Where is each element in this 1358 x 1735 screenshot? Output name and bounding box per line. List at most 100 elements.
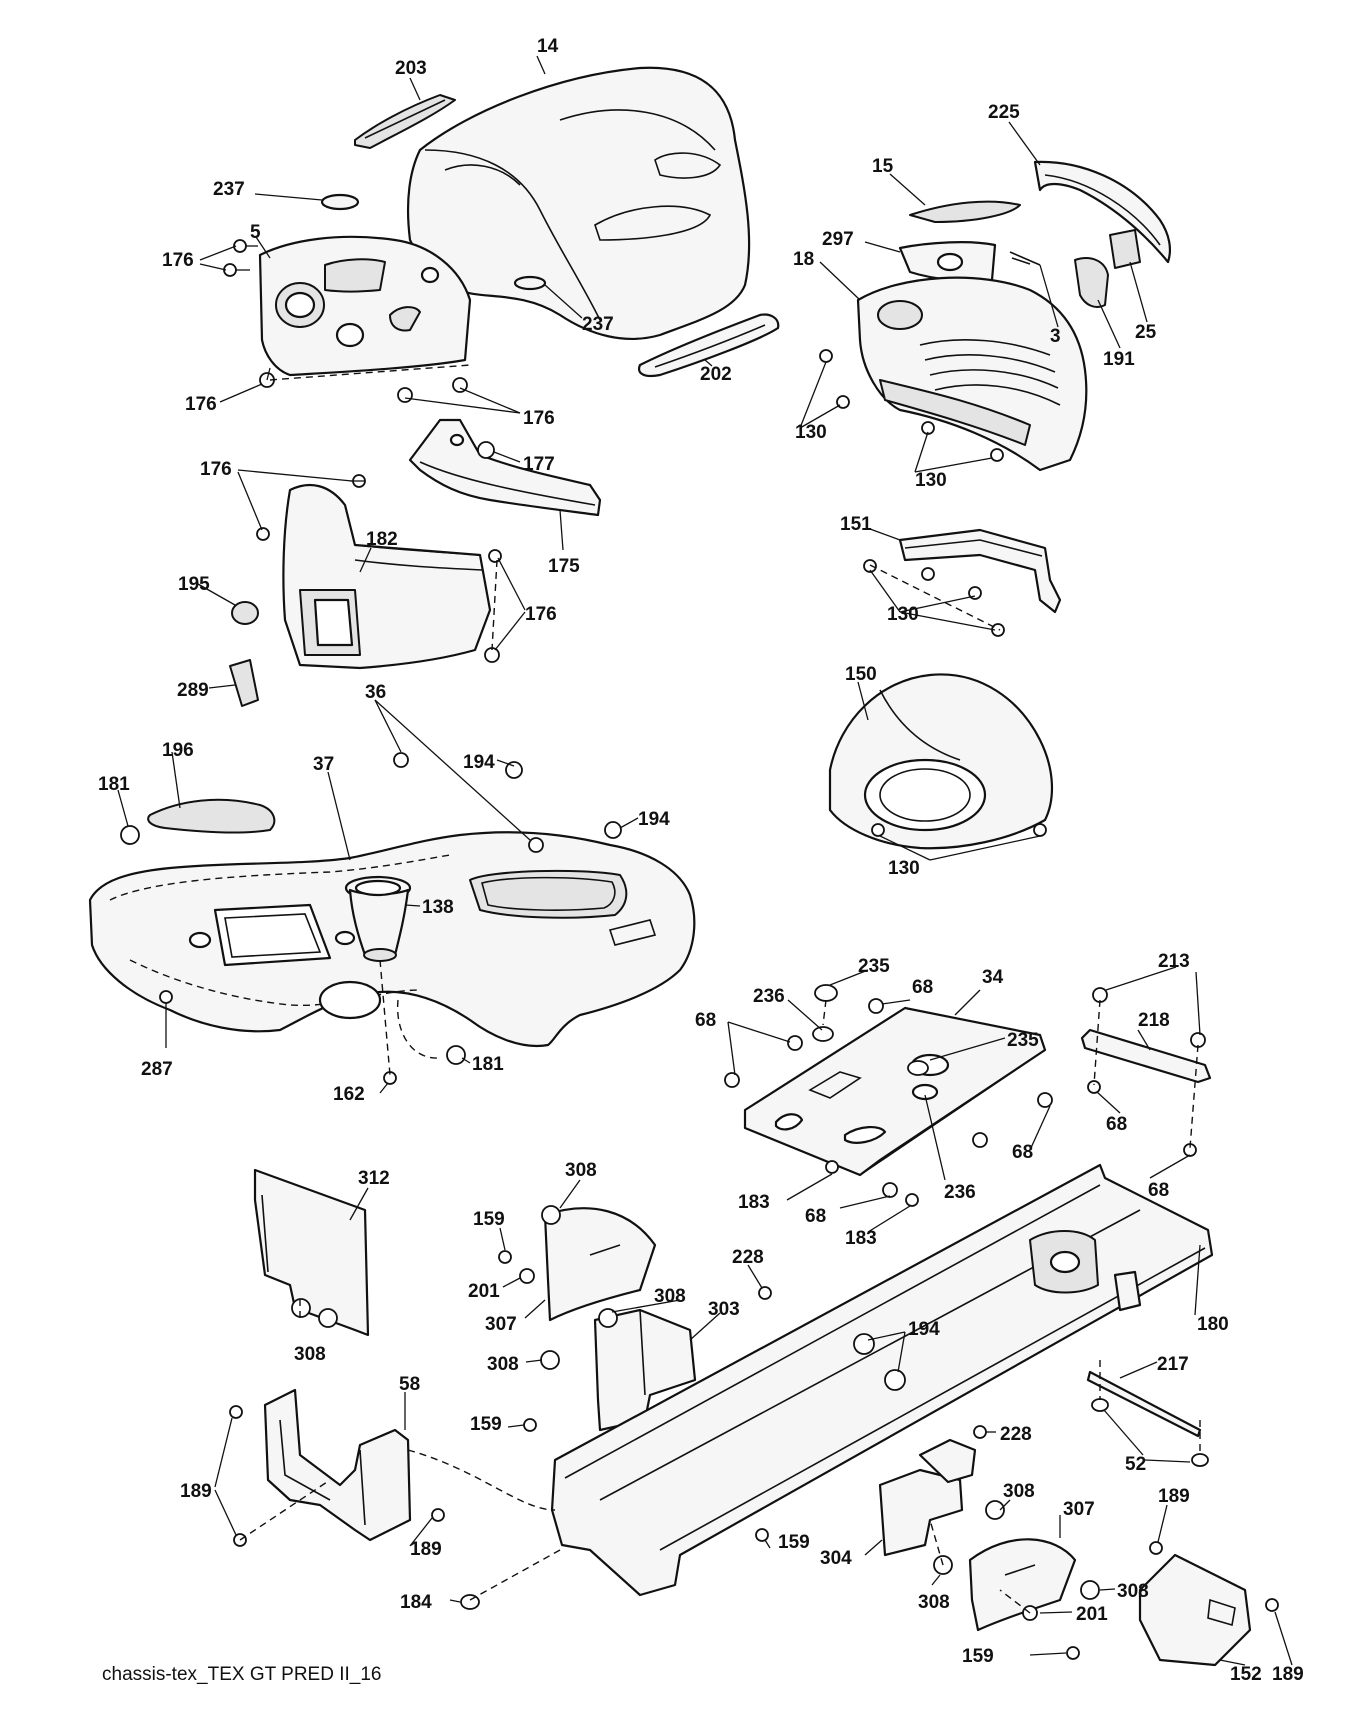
callout-138: 138 [422,897,454,918]
part-5-dash-panel [258,235,472,377]
callout-159-lower: 159 [778,1532,810,1553]
callout-297: 297 [822,229,854,250]
callout-308-shield: 308 [294,1344,326,1365]
part-218-bar [1080,1028,1212,1084]
callout-183-left: 183 [738,1192,770,1213]
callout-177: 177 [523,454,555,475]
callout-labels: 14 203 225 15 237 5 176 297 18 237 3 25 … [98,36,1304,1685]
callout-202: 202 [700,364,732,385]
callout-25: 25 [1135,322,1157,343]
callout-189-bottom: 189 [410,1539,442,1560]
callout-237-lower: 237 [582,314,614,335]
part-202-trim [637,313,780,378]
part-18-grille [856,276,1088,472]
callout-308-frame: 308 [1003,1481,1035,1502]
callout-303: 303 [708,1299,740,1320]
part-237-inserts [320,193,547,291]
callout-201-lower: 201 [1076,1604,1108,1625]
callout-228-lower: 228 [1000,1424,1032,1445]
callout-58: 58 [399,1374,420,1395]
callout-159-bottom: 159 [962,1646,994,1667]
callout-236-upper: 236 [753,986,785,1007]
part-203-trim [354,94,456,149]
callout-194-upper: 194 [463,752,495,773]
callout-68-left: 68 [695,1010,716,1031]
callout-184: 184 [400,1592,432,1613]
callout-312: 312 [358,1168,390,1189]
part-304-bracket [878,1438,977,1557]
callout-182: 182 [366,529,398,550]
callout-5: 5 [250,222,261,243]
part-138-boot [344,875,412,962]
callout-18: 18 [793,249,814,270]
callout-3: 3 [1050,326,1061,347]
callout-130-bracket: 130 [887,604,919,625]
callout-176-fascia: 176 [200,459,232,480]
callout-68-bar-lower: 68 [1148,1180,1169,1201]
callout-189-left: 189 [180,1481,212,1502]
part-152-shield [1138,1553,1252,1667]
part-225-trim [1033,160,1171,264]
callout-213: 213 [1158,951,1190,972]
callout-191: 191 [1103,349,1135,370]
part-307-bracket-lower [968,1538,1077,1632]
callout-183-right: 183 [845,1228,877,1249]
leader-lines [117,55,1293,1666]
callout-52: 52 [1125,1454,1146,1475]
callout-68-bar: 68 [1106,1114,1127,1135]
callout-307-lower: 307 [1063,1499,1095,1520]
callout-34: 34 [982,967,1004,988]
callout-189-right-upper: 189 [1158,1486,1190,1507]
callout-130-grille-right: 130 [915,470,947,491]
callout-130-grille-left: 130 [795,422,827,443]
callout-203: 203 [395,58,427,79]
part-289-clip [229,659,259,707]
part-151-bracket [898,528,1062,614]
part-182-fascia [282,483,492,670]
callout-196: 196 [162,740,194,761]
callout-152: 152 [1230,1664,1262,1685]
part-58-bracket [263,1388,412,1542]
callout-235-lower: 235 [1007,1030,1039,1051]
callout-289: 289 [177,680,209,701]
callout-36: 36 [365,682,386,703]
callout-176-fascia-right: 176 [525,604,557,625]
part-297-badge [898,241,997,282]
part-217-rod [1086,1370,1202,1438]
part-312-shield [253,1168,370,1337]
callout-235-upper: 235 [858,956,890,977]
hidden-lines [239,364,1201,1614]
part-150-shroud [828,673,1053,850]
callout-15: 15 [872,156,894,177]
hardware [120,239,1279,1660]
part-307-bracket-upper [543,1207,657,1322]
callout-175: 175 [548,556,580,577]
callout-68-plate-bottom: 68 [805,1206,826,1227]
diagram-caption: chassis-tex_TEX GT PRED II_16 [102,1664,381,1685]
callout-130-shroud: 130 [888,858,920,879]
callout-307-upper: 307 [485,1314,517,1335]
callout-308-right: 308 [1117,1581,1149,1602]
part-25-bracket [1109,229,1141,269]
callout-37: 37 [313,754,334,775]
callout-237-upper: 237 [213,179,245,200]
callout-201-upper: 201 [468,1281,500,1302]
callout-287: 287 [141,1059,173,1080]
callout-195: 195 [178,574,210,595]
callout-194-frame: 194 [908,1319,940,1340]
callout-236-lower: 236 [944,1182,976,1203]
callout-218: 218 [1138,1010,1170,1031]
callout-308-mid: 308 [654,1286,686,1307]
part-180-frame [550,1163,1214,1597]
part-175-bracket [408,418,602,517]
callout-308-bottom: 308 [918,1592,950,1613]
callout-176-upper-left: 176 [162,250,194,271]
callout-304: 304 [820,1548,852,1569]
callout-308-left: 308 [487,1354,519,1375]
callout-159-upper: 159 [473,1209,505,1230]
callout-180: 180 [1197,1314,1229,1335]
callout-176-mid-right: 176 [523,408,555,429]
part-303-bracket [593,1308,697,1432]
part-34-plate [743,1006,1047,1177]
